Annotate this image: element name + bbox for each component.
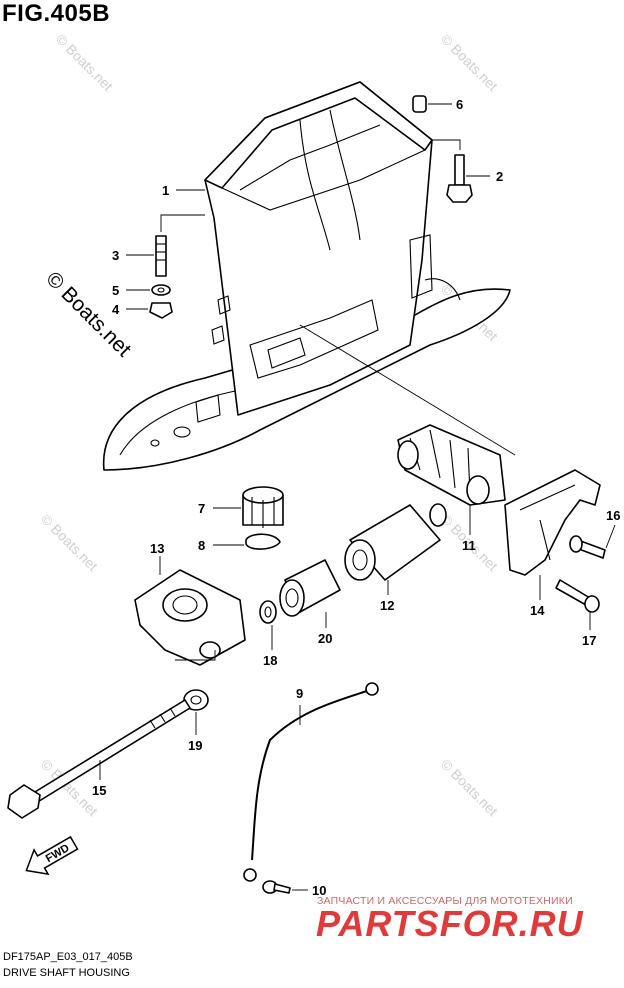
stud [126,214,205,277]
washer-18 [259,600,277,650]
callout-15: 15 [92,783,106,798]
promo-tagline: ЗАПЧАСТИ И АКСЕССУАРЫ ДЛЯ МОТОТЕХНИКИ [317,895,573,907]
callout-4: 4 [112,302,120,317]
washer-5 [126,284,171,296]
callout-6: 6 [456,97,463,112]
bolt-16 [569,524,616,559]
damper [213,486,284,528]
watermark-7: © Boats.net [438,756,501,819]
mount-bushing [344,503,447,595]
callout-10: 10 [312,883,326,898]
callout-labels: 1 2 3 4 5 6 7 8 9 10 11 12 13 14 15 16 1… [92,97,620,898]
fwd-label: FWD [44,842,72,865]
callout-18: 18 [263,653,277,668]
callout-3: 3 [112,248,119,263]
callout-19: 19 [188,738,202,753]
mount-cap [279,559,341,628]
callout-12: 12 [380,598,394,613]
figure-code: DF175AP_E03_017_405B [3,951,133,963]
dowel-pin [412,95,452,113]
callout-7: 7 [198,501,205,516]
callout-8: 8 [198,538,205,553]
promo-logo: PARTSFOR.RU [316,903,584,944]
callout-2: 2 [496,169,503,184]
figure-name: DRIVE SHAFT HOUSING [3,967,130,979]
clamp [134,556,246,666]
drive-shaft-housing [102,81,511,471]
bolt-2 [432,139,490,203]
callout-14: 14 [530,603,545,618]
callout-1: 1 [162,183,169,198]
mount-cover [504,469,601,600]
figure-title: FIG.405B [2,0,111,27]
watermark-4: © Boats.net [38,511,101,574]
screw [262,880,308,894]
callout-9: 9 [296,686,303,701]
fwd-arrow: FWD [25,835,79,876]
washer-19 [183,689,209,735]
watermark-1: © Boats.net [53,31,116,94]
nut [126,302,173,319]
callout-13: 13 [150,541,164,556]
watermark-2: © Boats.net [438,31,501,94]
long-bolt [7,650,216,819]
bolt-17 [555,579,600,630]
rubber-mount [299,324,516,535]
callout-20: 20 [318,631,332,646]
seal [213,533,281,550]
callout-11: 11 [462,538,476,553]
callout-17: 17 [582,633,596,648]
callout-5: 5 [112,283,119,298]
ground-wire [243,682,379,882]
watermark-prominent: © Boats.net [41,267,135,361]
callout-16: 16 [606,508,620,523]
